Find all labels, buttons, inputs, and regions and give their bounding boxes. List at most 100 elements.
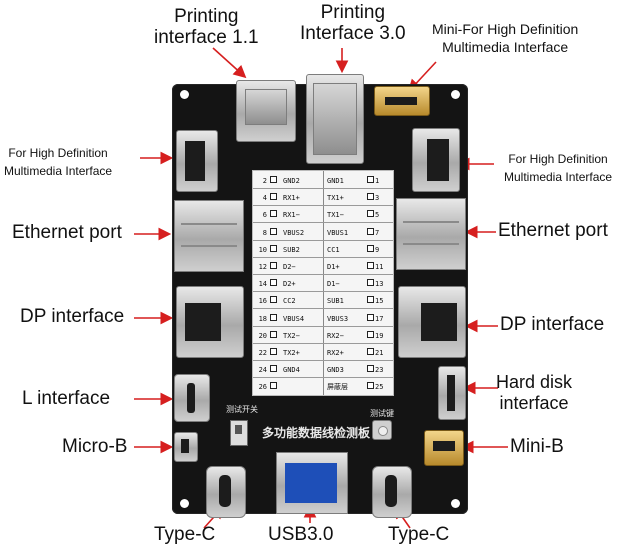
- pin-number-right: 23: [375, 366, 384, 375]
- pin-signal-left: RX1+: [283, 194, 300, 203]
- pin-pad-icon: [367, 244, 374, 252]
- mini-hdmi-port: [374, 86, 430, 116]
- pin-number-right: 11: [375, 263, 384, 271]
- label-typec-left: Type-C: [154, 524, 216, 545]
- pin-signal-right: GND3: [327, 366, 344, 375]
- label-typec-right: Type-C: [388, 524, 450, 545]
- pin-signal-left: VBUS4: [283, 314, 305, 323]
- dp-port-left: [176, 286, 244, 358]
- test-button-label: 测试键: [370, 409, 394, 418]
- pin-number-left: 6: [262, 211, 267, 220]
- pin-number-left: 16: [258, 297, 267, 306]
- label-hdmi-right-line2: Multimedia Interface: [504, 170, 613, 184]
- usb-b-2-0-port: [236, 80, 296, 142]
- pin-number-left: 12: [258, 263, 267, 271]
- label-usb30: USB3.0: [268, 524, 334, 545]
- pin-pad-icon: [270, 313, 277, 321]
- pin-number-right: 15: [375, 297, 384, 306]
- pin-number-right: 21: [375, 349, 384, 357]
- pin-signal-right: 屏蔽层: [327, 383, 348, 392]
- pin-number-left: 4: [262, 194, 267, 203]
- pin-number-left: 14: [258, 280, 267, 289]
- hdmi-port-right: [412, 128, 460, 192]
- mount-hole: [180, 90, 189, 99]
- pin-pad-icon: [367, 193, 374, 201]
- mount-hole: [451, 499, 460, 508]
- pin-signal-right: VBUS1: [327, 228, 349, 237]
- label-hard-disk-line1: Hard disk: [496, 372, 573, 392]
- mount-hole: [180, 499, 189, 508]
- pin-number-left: 26: [258, 383, 267, 392]
- label-dp-left: DP interface: [20, 306, 125, 327]
- board-title: 多功能数据线检测板: [262, 426, 371, 440]
- label-mini-b: Mini-B: [510, 436, 564, 457]
- pin-signal-right: GND1: [327, 177, 344, 185]
- pin-pad-icon: [270, 262, 277, 269]
- pin-pad-icon: [367, 382, 374, 390]
- test-button[interactable]: [372, 420, 392, 440]
- pin-number-left: 8: [262, 228, 267, 237]
- pin-pad-icon: [367, 330, 374, 338]
- hdmi-port-left: [176, 130, 218, 192]
- mini-b-port: [424, 430, 464, 466]
- usb-b-3-0-port: [306, 74, 364, 164]
- label-hard-disk: Hard disk interface: [496, 372, 572, 414]
- label-printing-3-0-line1: Printing: [320, 2, 386, 23]
- pin-signal-right: SUB1: [327, 297, 344, 306]
- pin-signal-left: GND2: [283, 177, 300, 185]
- pin-signal-left: SUB2: [283, 245, 300, 254]
- pin-signal-left: VBUS2: [283, 228, 305, 237]
- pin-signal-right: RX2+: [327, 349, 344, 357]
- lightning-port: [174, 374, 210, 422]
- pin-pad-icon: [270, 210, 277, 218]
- pin-number-right: 5: [375, 211, 380, 220]
- pin-number-right: 25: [375, 383, 384, 392]
- pin-pad-icon: [270, 365, 277, 373]
- pin-signal-left: TX2+: [283, 349, 300, 357]
- label-hdmi-right-line1: For High Definition: [508, 152, 608, 166]
- pin-signal-right: D1+: [327, 263, 340, 271]
- label-ethernet-right: Ethernet port: [498, 220, 608, 241]
- pin-pad-icon: [270, 382, 277, 390]
- label-micro-b: Micro-B: [62, 436, 128, 457]
- pin-number-left: 18: [258, 314, 267, 323]
- pin-pad-icon: [270, 193, 277, 201]
- pin-signal-right: D1−: [327, 280, 340, 289]
- label-ethernet-left: Ethernet port: [12, 222, 122, 243]
- pin-pad-icon: [270, 296, 277, 304]
- label-mini-hdmi-line2: Multimedia Interface: [442, 39, 569, 55]
- pin-pad-icon: [367, 279, 374, 287]
- label-printing-3-0-line2: Interface 3.0: [300, 23, 406, 44]
- label-mini-hdmi-line1: Mini-For High Definition: [432, 21, 579, 37]
- test-switch[interactable]: [230, 420, 248, 446]
- pin-number-right: 17: [375, 314, 384, 323]
- pin-number-right: 9: [375, 245, 380, 254]
- pin-signal-right: CC1: [327, 245, 340, 254]
- label-hdmi-left-line2: Multimedia Interface: [4, 164, 113, 178]
- micro-b-port: [174, 432, 198, 462]
- pin-number-left: 24: [258, 366, 267, 375]
- pin-signal-left: RX1−: [283, 211, 300, 220]
- pin-signal-left: CC2: [283, 297, 296, 306]
- pin-number-right: 19: [375, 331, 384, 340]
- pin-pad-icon: [367, 365, 374, 373]
- pin-signal-left: TX2−: [283, 331, 300, 340]
- pin-signal-left: GND4: [283, 366, 300, 375]
- pin-table-divider: [323, 171, 324, 395]
- mount-hole: [451, 90, 460, 99]
- label-hdmi-left: For High Definition Multimedia Interface: [4, 144, 112, 180]
- label-dp-right: DP interface: [500, 314, 605, 335]
- pin-signal-right: TX1−: [327, 211, 344, 220]
- pin-number-right: 13: [375, 280, 384, 289]
- usb-c-port-left: [206, 466, 246, 518]
- pin-pad-icon: [367, 227, 374, 235]
- label-hdmi-right: For High Definition Multimedia Interface: [504, 150, 612, 186]
- pin-pad-icon: [367, 210, 374, 218]
